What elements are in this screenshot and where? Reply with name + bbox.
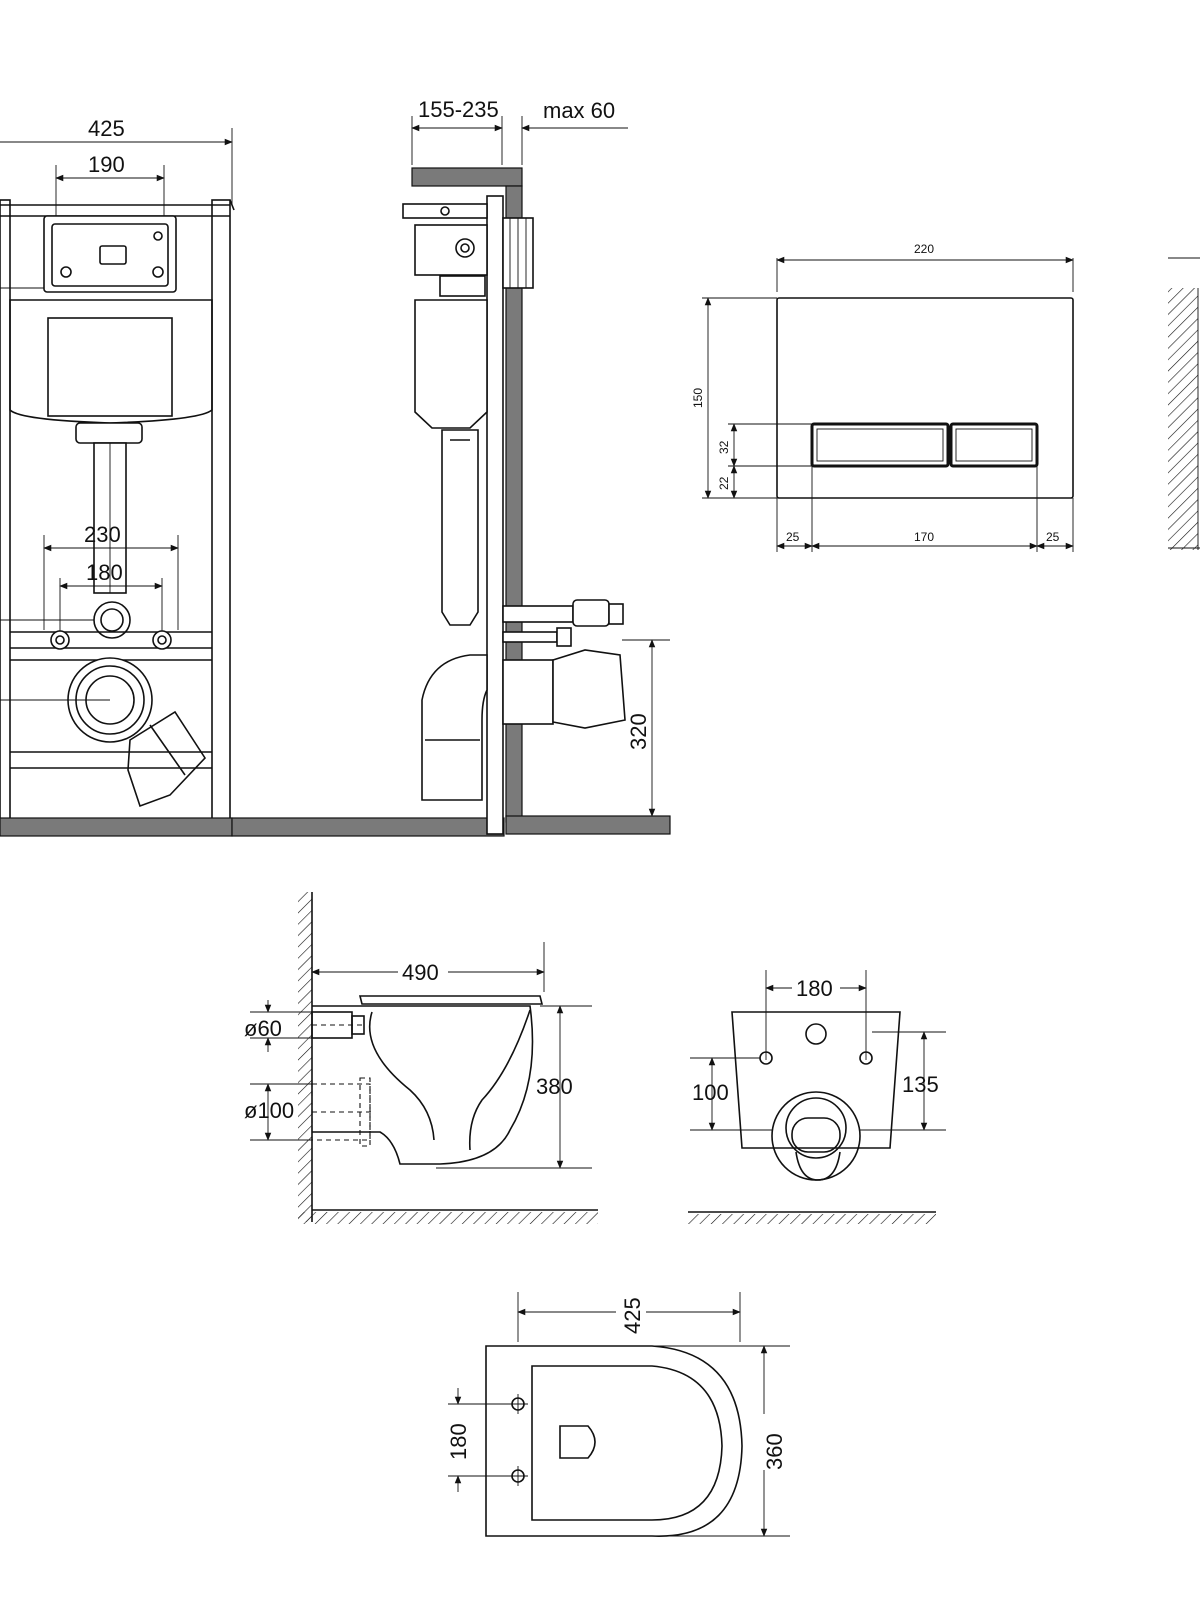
dim-plate-150: 150 (691, 388, 705, 408)
dim-side-max60: max 60 (543, 98, 615, 123)
flush-plate-drawing: 220 150 32 22 25 170 25 (691, 242, 1200, 552)
dim-front-425: 425 (88, 116, 125, 141)
dim-top-180: 180 (446, 1423, 471, 1460)
bowl-top-drawing: 425 180 360 (446, 1280, 790, 1537)
dim-plate-25-right: 25 (1046, 530, 1060, 544)
dim-top-425: 425 (620, 1297, 645, 1334)
bowl-back-drawing: 180 100 135 (688, 970, 946, 1224)
dim-bowl-ø60: ø60 (244, 1016, 282, 1041)
dim-bowl-490: 490 (402, 960, 439, 985)
front-view-frame: 425 190 230 180 (0, 116, 235, 837)
dim-plate-170: 170 (914, 530, 934, 544)
dim-front-190: 190 (88, 152, 125, 177)
dim-bowl-ø100: ø100 (244, 1098, 294, 1123)
dim-back-100: 100 (692, 1080, 729, 1105)
dim-plate-22: 22 (717, 476, 731, 490)
dim-plate-25-left: 25 (786, 530, 800, 544)
dim-plate-32: 32 (717, 440, 731, 454)
dim-plate-220: 220 (914, 242, 934, 256)
dim-side-320: 320 (626, 713, 651, 750)
dim-top-360: 360 (762, 1433, 787, 1470)
dim-back-180: 180 (796, 976, 833, 1001)
side-view-frame: 155-235 max 60 (231, 97, 671, 837)
dim-back-135: 135 (902, 1072, 939, 1097)
bowl-side-drawing: 490 ø60 ø100 380 (244, 892, 598, 1224)
dim-bowl-380: 380 (536, 1074, 573, 1099)
dim-front-180: 180 (86, 560, 123, 585)
dim-side-155-235: 155-235 (418, 97, 499, 122)
dim-front-230: 230 (84, 522, 121, 547)
